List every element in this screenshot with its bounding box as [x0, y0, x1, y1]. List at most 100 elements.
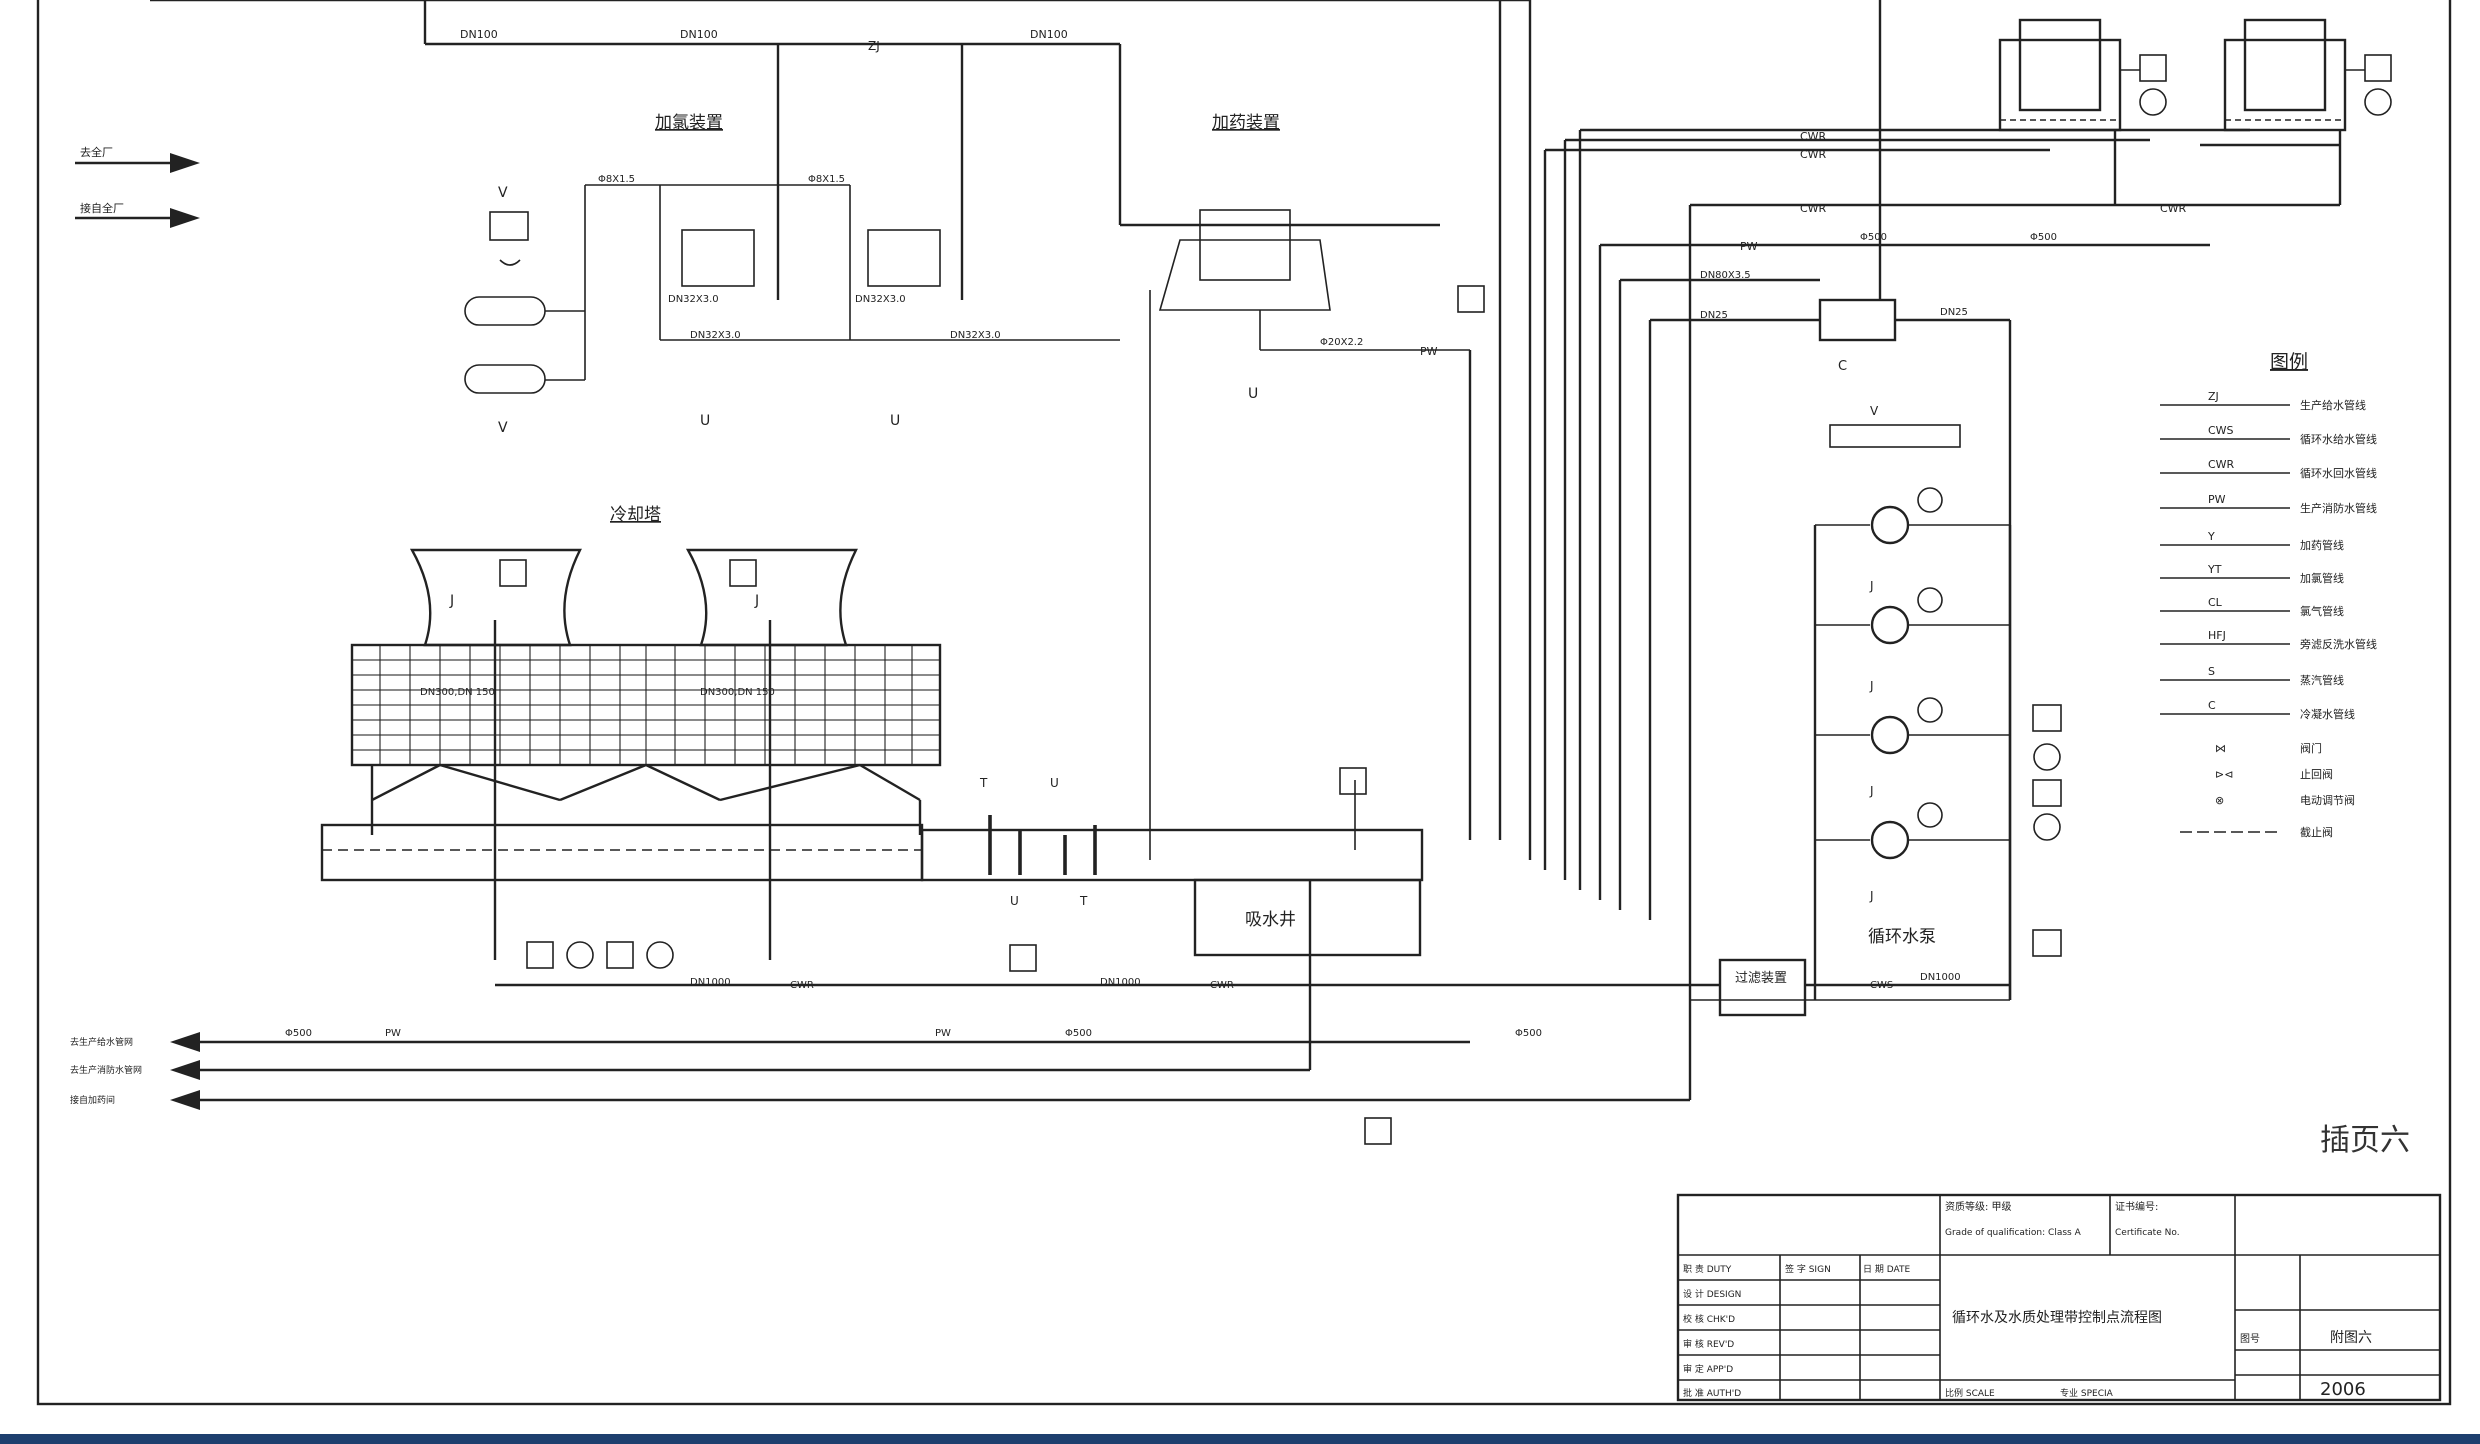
tb-drawing-no-label: 图号 — [2240, 1333, 2260, 1345]
left-marker-1: 接自全厂 — [80, 201, 124, 215]
bottom-label-0: 去生产给水管网 — [70, 1036, 133, 1048]
svg-text:止回阀: 止回阀 — [2300, 767, 2333, 781]
svg-text:S: S — [2208, 665, 2215, 678]
svg-text:氯气管线: 氯气管线 — [2300, 604, 2344, 618]
section-chlorination: 加氯装置 — [655, 113, 723, 133]
section-dosing: 加药装置 — [1212, 113, 1280, 133]
tb-qualification-en: Grade of qualification: Class A — [1945, 1228, 2082, 1238]
svg-text:U: U — [1010, 894, 1019, 908]
page-label: 插页六 — [2320, 1123, 2410, 1158]
tb-certificate-en: Certificate No. — [2115, 1228, 2180, 1238]
svg-text:PW: PW — [2208, 493, 2226, 506]
svg-text:J: J — [754, 593, 759, 609]
svg-text:旁滤反洗水管线: 旁滤反洗水管线 — [2300, 637, 2377, 651]
svg-text:Φ500: Φ500 — [1860, 232, 1887, 243]
svg-text:DN32X3.0: DN32X3.0 — [950, 330, 1001, 341]
svg-text:⊗: ⊗ — [2215, 794, 2224, 807]
tb-row: 设 计 DESIGN — [1683, 1288, 1741, 1300]
svg-text:DN1000: DN1000 — [1920, 972, 1961, 983]
svg-text:加药管线: 加药管线 — [2300, 538, 2344, 552]
pipe-bundle: CWR CWR CWR PW Φ500 Φ500 CWR DN80X3.5 DN… — [1468, 128, 2250, 1100]
svg-text:DN32X3.0: DN32X3.0 — [855, 294, 906, 305]
svg-text:冷凝水管线: 冷凝水管线 — [2300, 707, 2355, 721]
title-block: 资质等级: 甲级 Grade of qualification: Class A… — [1676, 1193, 2442, 1402]
svg-text:DN300,DN 150: DN300,DN 150 — [700, 687, 775, 698]
svg-text:⊳⊲: ⊳⊲ — [2215, 768, 2233, 781]
svg-text:DN25: DN25 — [1700, 310, 1728, 321]
svg-text:CL: CL — [2208, 596, 2223, 609]
legend-item: YT 加氯管线 — [2160, 563, 2344, 585]
svg-text:电动调节阀: 电动调节阀 — [2300, 793, 2355, 807]
svg-text:DN32X3.0: DN32X3.0 — [668, 294, 719, 305]
bottom-pipes: 过滤装置 去生产给水管网 去生产消防水管网 接自加药间 Φ500 PW PW Φ… — [70, 285, 2010, 1145]
svg-text:Φ500: Φ500 — [2030, 232, 2057, 243]
legend-item: ZJ 生产给水管线 — [2160, 390, 2366, 412]
instrument-tag: V — [498, 185, 508, 201]
section-filter-device: 过滤装置 — [1735, 971, 1787, 986]
svg-text:DN1000: DN1000 — [1100, 977, 1141, 988]
svg-text:CWR: CWR — [1800, 202, 1827, 215]
svg-text:PW: PW — [385, 1028, 401, 1039]
tb-duty: 职 责 DUTY — [1683, 1263, 1732, 1275]
svg-text:DN100: DN100 — [1030, 28, 1068, 41]
legend: 图例 ZJ 生产给水管线 CWS 循环水给水管线 CWR 循环水回水管线 PW … — [2160, 351, 2377, 839]
svg-text:生产消防水管线: 生产消防水管线 — [2300, 501, 2377, 515]
svg-text:阀门: 阀门 — [2300, 741, 2322, 755]
svg-text:DN1000: DN1000 — [690, 977, 731, 988]
tb-drawing-no: 附图六 — [2330, 1330, 2372, 1346]
section-cooling-tower: 冷却塔 — [610, 505, 661, 525]
svg-text:V: V — [1870, 404, 1879, 418]
left-marker-0: 去全厂 — [80, 145, 113, 159]
drawing-frame — [36, 0, 2452, 1406]
svg-text:J: J — [1869, 784, 1874, 798]
tb-date-label: 日 期 DATE — [1863, 1264, 1910, 1275]
tb-sign: 签 字 SIGN — [1785, 1263, 1831, 1275]
svg-text:J: J — [1869, 679, 1874, 693]
filter-tanks — [1998, 18, 2392, 207]
svg-text:循环水回水管线: 循环水回水管线 — [2300, 466, 2377, 480]
tb-row: 校 核 CHK'D — [1683, 1313, 1735, 1325]
svg-text:CWR: CWR — [1800, 148, 1827, 161]
legend-item: ⋈ 阀门 — [2215, 741, 2322, 755]
legend-item: HFJ 旁滤反洗水管线 — [2160, 629, 2377, 651]
tb-drawing-title: 循环水及水质处理带控制点流程图 — [1952, 1310, 2162, 1326]
svg-text:J: J — [449, 593, 454, 609]
left-markers: 去全厂 接自全厂 — [75, 145, 200, 228]
svg-text:T: T — [1079, 894, 1088, 908]
tb-row: 审 定 APP'D — [1683, 1363, 1733, 1375]
bottom-label-1: 去生产消防水管网 — [70, 1064, 142, 1076]
svg-text:⋈: ⋈ — [2215, 742, 2226, 755]
svg-text:PW: PW — [1420, 345, 1438, 358]
svg-text:ZJ: ZJ — [2208, 390, 2219, 403]
legend-item: CWR 循环水回水管线 — [2160, 458, 2377, 480]
svg-text:Φ500: Φ500 — [285, 1028, 312, 1039]
tb-specialty: 专业 SPECIA — [2060, 1387, 2114, 1399]
svg-text:J: J — [1869, 579, 1874, 593]
svg-text:DN100: DN100 — [460, 28, 498, 41]
svg-text:CWR: CWR — [2208, 458, 2235, 471]
svg-text:HFJ: HFJ — [2208, 629, 2226, 642]
svg-text:CWR: CWR — [1800, 130, 1827, 143]
cooling-tower: 冷却塔 J J DN300,D — [320, 505, 942, 960]
svg-text:CWS: CWS — [2208, 424, 2234, 437]
svg-text:CWS: CWS — [1870, 980, 1893, 991]
svg-text:Φ20X2.2: Φ20X2.2 — [1320, 337, 1363, 348]
circulating-pumps: J J J J 循环水泵 — [1813, 487, 2062, 1000]
svg-text:CWR: CWR — [1210, 980, 1234, 991]
legend-item: C 冷凝水管线 — [2160, 699, 2355, 721]
svg-text:YT: YT — [2207, 563, 2222, 576]
tb-row: 审 核 REV'D — [1683, 1338, 1734, 1350]
svg-text:DN32X3.0: DN32X3.0 — [690, 330, 741, 341]
svg-text:循环水给水管线: 循环水给水管线 — [2300, 432, 2377, 446]
svg-text:DN100: DN100 — [680, 28, 718, 41]
svg-text:V: V — [498, 420, 508, 436]
bottom-label-2: 接自加药间 — [70, 1094, 115, 1106]
svg-text:Φ500: Φ500 — [1065, 1028, 1092, 1039]
svg-text:Φ500: Φ500 — [1515, 1028, 1542, 1039]
legend-item: S 蒸汽管线 — [2160, 665, 2344, 687]
legend-item: Y 加药管线 — [2160, 530, 2344, 552]
legend-item: PW 生产消防水管线 — [2160, 493, 2377, 515]
tb-date: 2006 — [2320, 1379, 2366, 1400]
svg-text:J: J — [1869, 889, 1874, 903]
